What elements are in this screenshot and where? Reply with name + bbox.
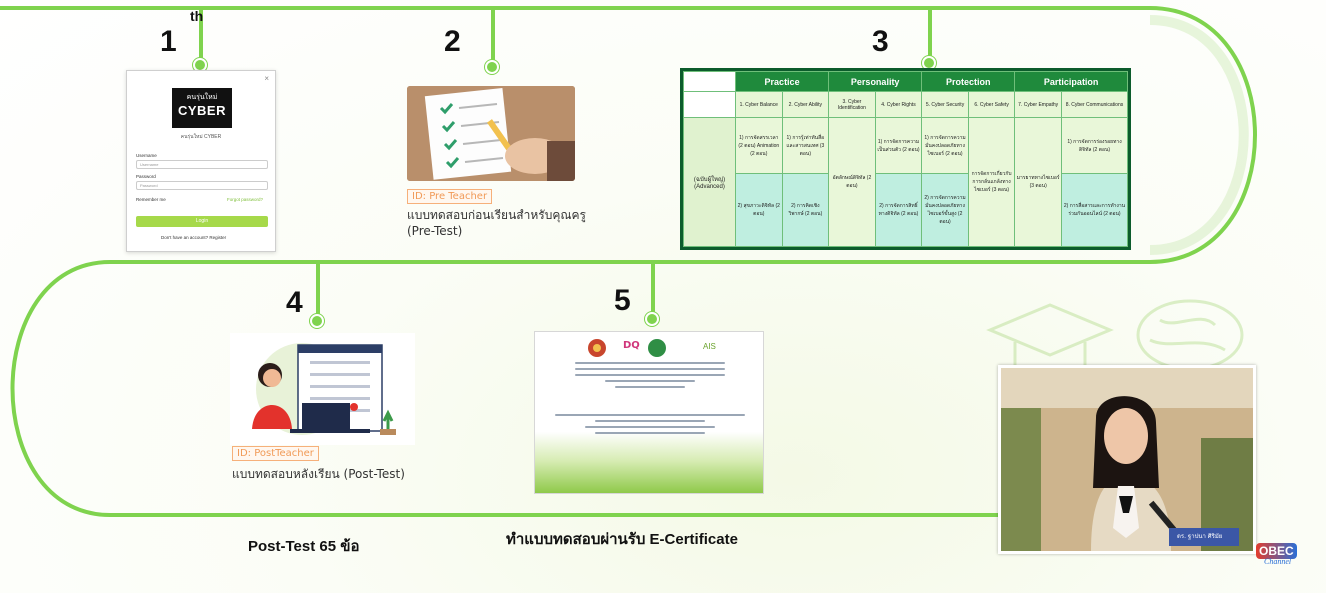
pretest-image bbox=[407, 86, 575, 181]
header-practice: Practice bbox=[734, 71, 830, 92]
subheader: 1. Cyber Balance bbox=[735, 91, 783, 118]
presenter-video bbox=[1001, 368, 1253, 551]
dq-logo: DQ bbox=[623, 340, 640, 351]
subheader: 6. Cyber Safety bbox=[967, 91, 1016, 118]
login-card: × คนรุ่นใหม่ CYBER คนรุ่นใหม่ CYBER User… bbox=[126, 70, 276, 252]
step1-number: 1 bbox=[160, 25, 177, 58]
step4-number: 4 bbox=[286, 286, 303, 319]
header-protection: Protection bbox=[921, 71, 1016, 92]
channel-logo: OBEC Channel bbox=[1256, 540, 1302, 570]
level-label: (ฉบับผู้ใหญ่) (Advanced) bbox=[683, 117, 736, 247]
certificate-text-line bbox=[595, 432, 705, 434]
step3-number: 3 bbox=[872, 25, 889, 58]
matrix-cell: 1) การรู้เท่าทันสื่อและสารสนเทศ (3 ตอน) bbox=[781, 116, 830, 175]
matrix-cell: 2) สุขภาวะดิจิทัล (2 ตอน) bbox=[735, 173, 783, 247]
teacher-laptop-icon bbox=[252, 343, 396, 435]
cyber-skills-matrix: Practice Personality Protection Particip… bbox=[680, 68, 1131, 250]
step5-dot bbox=[645, 312, 659, 326]
step1-connector bbox=[199, 8, 203, 64]
header-participation: Participation bbox=[1014, 71, 1128, 92]
step2-dot bbox=[485, 60, 499, 74]
username-label: Username bbox=[136, 153, 157, 158]
subheader: 2. Cyber Ability bbox=[781, 91, 830, 118]
step2-number: 2 bbox=[444, 25, 461, 58]
subheader: 5. Cyber Security bbox=[921, 91, 969, 118]
certificate-text-line bbox=[575, 368, 725, 370]
ais-logo: AIS bbox=[703, 342, 716, 351]
matrix-cell: 1) การจัดการความมั่นคงปลอดภัยทางไซเบอร์ … bbox=[921, 116, 969, 175]
certificate-text-line bbox=[595, 420, 705, 422]
e-certificate-preview: DQ AIS bbox=[534, 331, 764, 494]
matrix-cell: การจัดการเกี่ยวกับการกลั่นแกล้งทางไซเบอร… bbox=[967, 117, 1016, 247]
matrix-cell: 1) การจัดสรรเวลา (2 ตอน) Animation (2 ตอ… bbox=[735, 116, 783, 175]
matrix-cell: 2) การสื่อสารและการทำงานร่วมกันออนไลน์ (… bbox=[1060, 173, 1129, 247]
login-subtitle: คนรุ่นใหม่ CYBER bbox=[180, 134, 222, 140]
presenter-nameplate: ดร. ฐาปนา ศิริมัย bbox=[1177, 533, 1223, 540]
certificate-text-line bbox=[585, 426, 715, 428]
matrix-cell: 1) การจัดการร่องรอยทางดิจิทัล (2 ตอน) bbox=[1060, 116, 1129, 175]
subheader: 7. Cyber Empathy bbox=[1014, 91, 1062, 118]
certificate-text-line bbox=[605, 380, 695, 382]
step2-connector bbox=[491, 8, 495, 64]
header-personality: Personality bbox=[828, 71, 923, 92]
presenter-webcam: ดร. ฐาปนา ศิริมัย bbox=[998, 365, 1256, 554]
close-icon[interactable]: × bbox=[264, 74, 269, 83]
posttest-id-tag: ID: PostTeacher bbox=[232, 446, 319, 461]
posttest-caption: แบบทดสอบหลังเรียน (Post-Test) bbox=[232, 467, 405, 481]
matrix-cell: 2) การจัดการความมั่นคงปลอดภัยทางไซเบอร์ข… bbox=[921, 173, 969, 247]
matrix-cell: 2) การคิดเชิงวิพากษ์ (2 ตอน) bbox=[781, 173, 830, 247]
signup-link[interactable]: Don't have an account? Register bbox=[161, 235, 227, 240]
partner-logos-icon bbox=[588, 339, 666, 357]
username-field[interactable]: Username bbox=[136, 160, 268, 169]
certificate-text-line bbox=[575, 374, 725, 376]
cyber-logo: คนรุ่นใหม่ CYBER bbox=[172, 88, 232, 128]
forgot-password-link[interactable]: Forgot password? bbox=[227, 197, 264, 202]
matrix-cell: 2) การจัดการสิทธิ์ทางดิจิทัล (2 ตอน) bbox=[874, 173, 923, 247]
posttest-count-label: Post-Test 65 ข้อ bbox=[248, 538, 360, 555]
checklist-icon bbox=[407, 86, 575, 181]
step3-connector bbox=[928, 8, 932, 64]
matrix-cell: อัตลักษณ์ดิจิทัล (2 ตอน) bbox=[828, 117, 876, 247]
step5-connector bbox=[651, 262, 655, 318]
matrix-cell: มารยาททางไซเบอร์ (3 ตอน) bbox=[1014, 117, 1062, 247]
password-field[interactable]: Password bbox=[136, 181, 268, 190]
ecertificate-label: ทำแบบทดสอบผ่านรับ E-Certificate bbox=[506, 531, 738, 548]
subheader: 3. Cyber Identification bbox=[828, 91, 876, 118]
posttest-image bbox=[230, 333, 415, 445]
pretest-id-tag: ID: Pre Teacher bbox=[407, 189, 493, 204]
step4-connector bbox=[316, 262, 320, 318]
certificate-text-line bbox=[615, 386, 685, 388]
step4-dot bbox=[310, 314, 324, 328]
login-button[interactable]: Login bbox=[136, 216, 268, 227]
step1-superscript: th bbox=[190, 8, 204, 24]
pretest-caption: แบบทดสอบก่อนเรียนสำหรับคุณครู (Pre-Test) bbox=[407, 208, 586, 238]
certificate-text-line bbox=[575, 362, 725, 364]
remember-me[interactable]: Remember me bbox=[136, 197, 166, 202]
subheader: 4. Cyber Rights bbox=[874, 91, 923, 118]
certificate-text-line bbox=[555, 414, 745, 416]
step5-number: 5 bbox=[614, 284, 631, 317]
password-label: Password bbox=[136, 174, 156, 179]
subheader: 8. Cyber Communications bbox=[1060, 91, 1129, 118]
matrix-cell: 1) การจัดการความเป็นส่วนตัว (2 ตอน) bbox=[874, 116, 923, 175]
